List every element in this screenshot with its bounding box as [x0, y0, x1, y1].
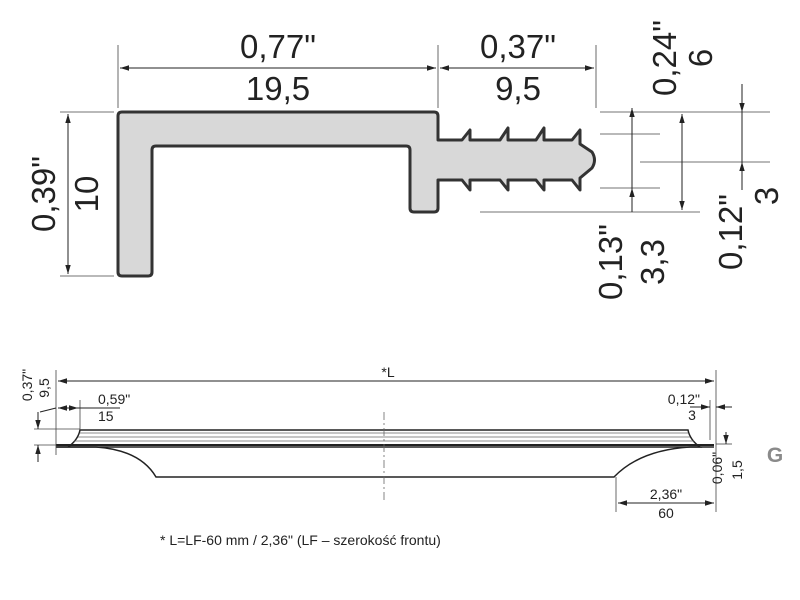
radius-mm-label: 15 — [98, 408, 114, 424]
taper-mm-label: 60 — [658, 505, 674, 521]
handle-outline — [56, 429, 703, 448]
thick-mm-label: 1,5 — [729, 460, 745, 480]
taper-inch-label: 2,36" — [650, 486, 682, 502]
fin-height-inch-label: 0,13" — [592, 224, 629, 300]
end-inch-label: 0,12" — [668, 391, 700, 407]
radius-leader — [39, 407, 57, 413]
profile-section: 0,77" 19,5 0,37" 9,5 0,39" 10 0,24" 6 0,… — [25, 20, 785, 300]
fin-inch-label: 0,37" — [480, 28, 556, 65]
width-inch-label: 0,77" — [240, 28, 316, 65]
thick-inch-label: 0,06" — [709, 452, 725, 484]
end-mm-label: 3 — [688, 407, 696, 423]
height-inch-label: 0,39" — [25, 156, 62, 232]
top-inch-label: 0,24" — [646, 20, 683, 96]
radius-inch-label: 0,59" — [98, 391, 130, 407]
height-mm-label: 10 — [68, 176, 105, 213]
top-mm-label: 6 — [682, 49, 719, 67]
handle-bottom-curve — [56, 446, 714, 478]
width-mm-label: 19,5 — [246, 70, 310, 107]
footnote: * L=LF-60 mm / 2,36" (LF – szerokość fro… — [160, 532, 441, 548]
fin-mm-label: 9,5 — [495, 70, 541, 107]
offset-mm-label: 3 — [748, 187, 785, 205]
handle-view: *L 0,37" 9,5 0,59" 15 0,12" 3 0,06" 1,5 … — [19, 364, 783, 521]
profile-shape — [116, 110, 596, 278]
depth-inch-label: 0,37" — [19, 369, 35, 401]
fin-height-mm-label: 3,3 — [634, 239, 671, 285]
length-label: *L — [381, 364, 394, 380]
depth-mm-label: 9,5 — [36, 378, 52, 398]
offset-inch-label: 0,12" — [712, 194, 749, 270]
variant-label: G — [767, 444, 783, 467]
